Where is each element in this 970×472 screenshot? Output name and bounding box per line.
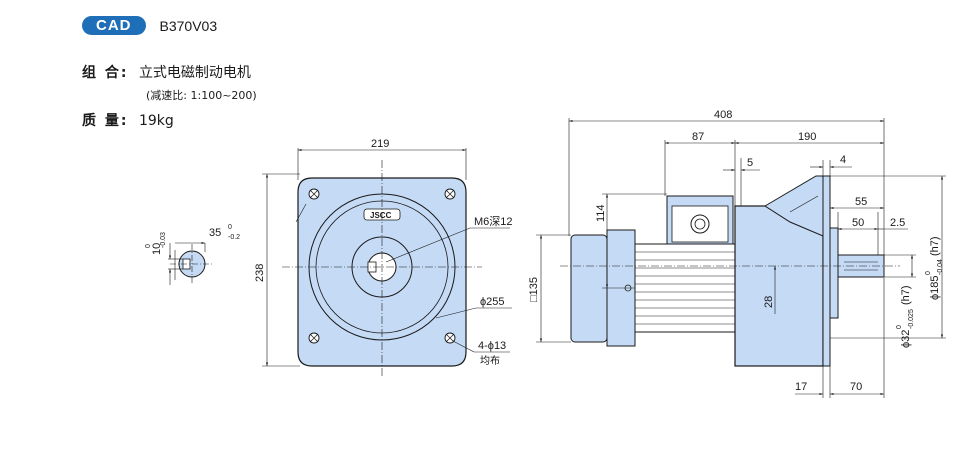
thread-callout: M6深12 [474,215,513,228]
cad-badge[interactable]: CAD [82,16,146,35]
svg-text:-0.04: -0.04 [937,259,944,275]
dim-55: 55 [855,196,867,208]
svg-text:-0.2: -0.2 [228,234,240,241]
overall-length-dim: 408 [714,109,732,121]
mass-label: 质 量: [82,113,129,129]
dim-17: 17 [795,381,807,393]
dim-2-5: 2.5 [890,217,905,229]
spec-combination: 组 合: 立式电磁制动电机 [82,62,251,82]
side-view: 408 87 190 5 4 55 50 2.5 [528,109,946,398]
dim-114: 114 [595,204,607,222]
dim-70: 70 [850,381,862,393]
brand-logo: JSCC [370,211,392,220]
svg-text:0: 0 [145,244,152,248]
front-view: 219 238 JSCC M6深12 [254,138,513,376]
spigot-diameter-dim: ϕ185 [929,275,941,300]
dim-4: 4 [840,154,846,166]
svg-text:0: 0 [925,271,932,275]
front-height-dim: 238 [254,264,266,282]
svg-text:0: 0 [896,325,903,329]
model-number: B370V03 [159,17,218,34]
mass-value: 19kg [138,113,174,129]
dim-87: 87 [692,131,704,143]
ratio-note: (减速比: 1:100~200) [146,89,257,102]
svg-text:(h7): (h7) [900,285,912,305]
dim-28: 28 [763,296,775,308]
key-width-dim: 10 [151,243,163,255]
key-depth-dim: 35 [209,227,221,239]
front-width-dim: 219 [371,138,389,150]
svg-text:-0.03: -0.03 [160,232,167,248]
dim-190: 190 [798,131,816,143]
pcd-callout: ϕ255 [480,296,505,308]
dim-5: 5 [747,157,753,169]
svg-text:-0.025: -0.025 [908,309,915,329]
holes-callout: 4-ϕ13 [478,340,506,352]
svg-text:0: 0 [228,224,232,231]
combination-value: 立式电磁制动电机 [138,65,251,81]
combination-label: 组 合: [82,65,129,81]
dim-square-135: □135 [528,277,540,302]
shaft-diameter-dim: ϕ32 [900,330,912,348]
holes-note: 均布 [480,355,500,367]
header: CAD B370V03 [82,16,217,35]
spec-mass: 质 量: 19kg [82,110,174,130]
dim-50: 50 [852,217,864,229]
svg-text:(h7): (h7) [929,236,941,256]
shaft-end-view: 10 0 -0.03 35 0 -0.2 [145,224,240,285]
